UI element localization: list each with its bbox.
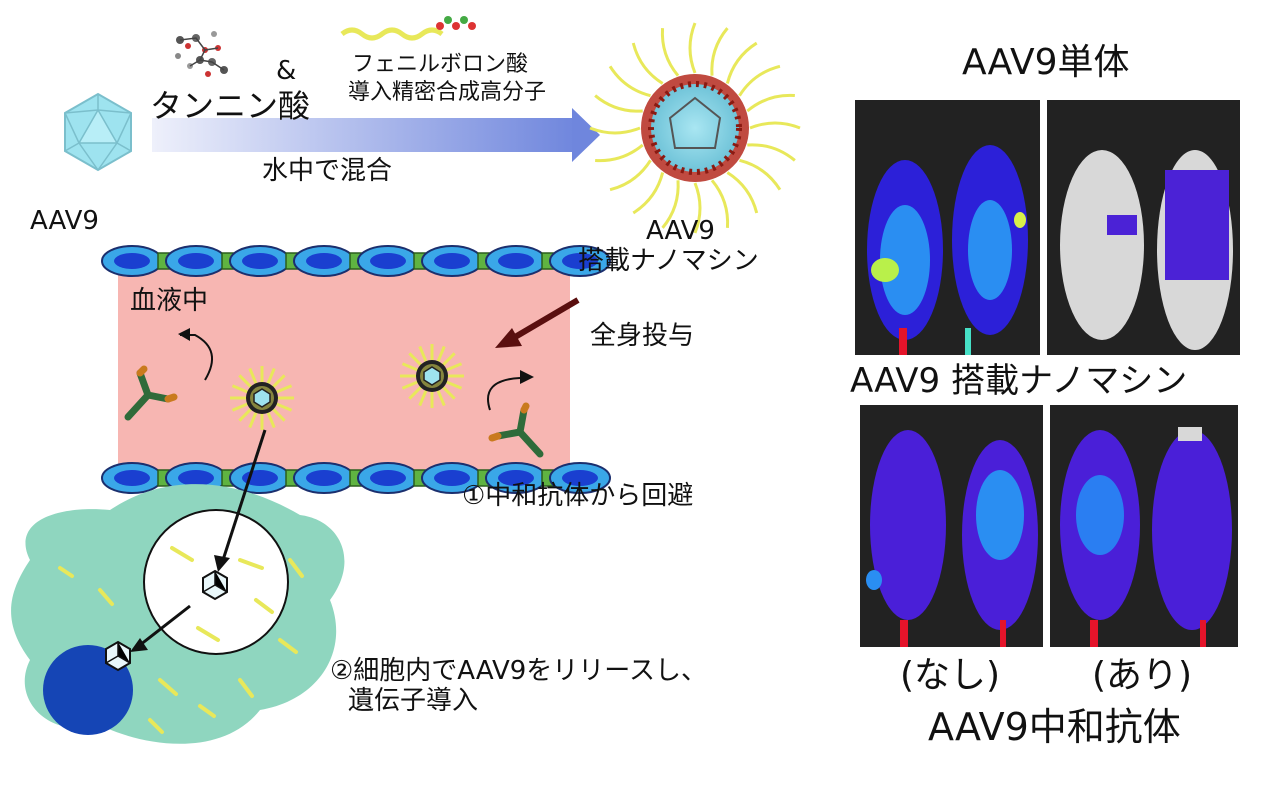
- neutralizing-antibody-title: AAV9中和抗体: [928, 705, 1181, 749]
- ampersand-label: &: [276, 56, 297, 86]
- label-with-antibody: (あり): [1092, 655, 1193, 696]
- endothelial-row-top: [101, 245, 611, 277]
- release-label-line1: ②細胞内でAAV9をリリースし、: [330, 656, 707, 686]
- ivis-image-nanomachine-with-ab: [1050, 405, 1238, 647]
- release-arrow: [139, 604, 191, 647]
- antibody-right-icon: [488, 402, 544, 458]
- systemic-admin-label: 全身投与: [590, 321, 695, 351]
- systemic-admin-arrow: [495, 297, 580, 348]
- aav9-label: AAV9: [30, 206, 99, 236]
- deflect-arrow-left: [180, 334, 214, 381]
- aav9-capsid-icon: [64, 92, 132, 172]
- deflect-arrow-right: [487, 377, 521, 411]
- nanomachine-title: AAV9 搭載ナノマシン: [850, 361, 1188, 401]
- cell-nucleus: [43, 645, 133, 735]
- schematic-canvas: [11, 16, 801, 744]
- polymer-label-line2: 導入精密合成高分子: [348, 80, 547, 105]
- nanomachine-in-blood-right: [400, 344, 464, 408]
- evade-antibodies-label: ①中和抗体から回避: [462, 481, 694, 511]
- nanomachine-label-line2: 搭載ナノマシン: [578, 246, 759, 276]
- blood-vessel: [118, 260, 570, 480]
- label-without-antibody: (なし): [900, 655, 1001, 696]
- antibody-left-icon: [124, 365, 178, 421]
- tannic-acid-molecule-icon: [175, 31, 228, 77]
- mix-arrow: [152, 108, 600, 162]
- nanomachine-large-icon: [589, 22, 801, 234]
- tannic-acid-label: タンニン酸: [150, 87, 311, 125]
- entry-arrow: [221, 429, 267, 561]
- polymer-fragments: [58, 546, 304, 734]
- mix-in-water-label: 水中で混合: [262, 156, 393, 186]
- polymer-strand-icon: [340, 16, 476, 41]
- nanomachine-label-line1: AAV9: [646, 216, 715, 246]
- ivis-image-aav9-alone-2: [1047, 100, 1240, 355]
- nuclear-aav9-icon: [105, 640, 131, 672]
- endothelial-row-bottom: [101, 462, 611, 494]
- release-label-line2: 遺伝子導入: [348, 686, 479, 716]
- ivis-image-nanomachine-without-ab: [860, 405, 1043, 647]
- released-aav9-icon: [202, 569, 228, 601]
- polymer-label-line1: フェニルボロン酸: [352, 52, 529, 77]
- nanomachine-in-blood-left: [230, 366, 294, 430]
- aav9-alone-title: AAV9単体: [962, 42, 1130, 83]
- ivis-image-aav9-alone-1: [855, 100, 1040, 355]
- in-blood-label: 血液中: [130, 286, 209, 316]
